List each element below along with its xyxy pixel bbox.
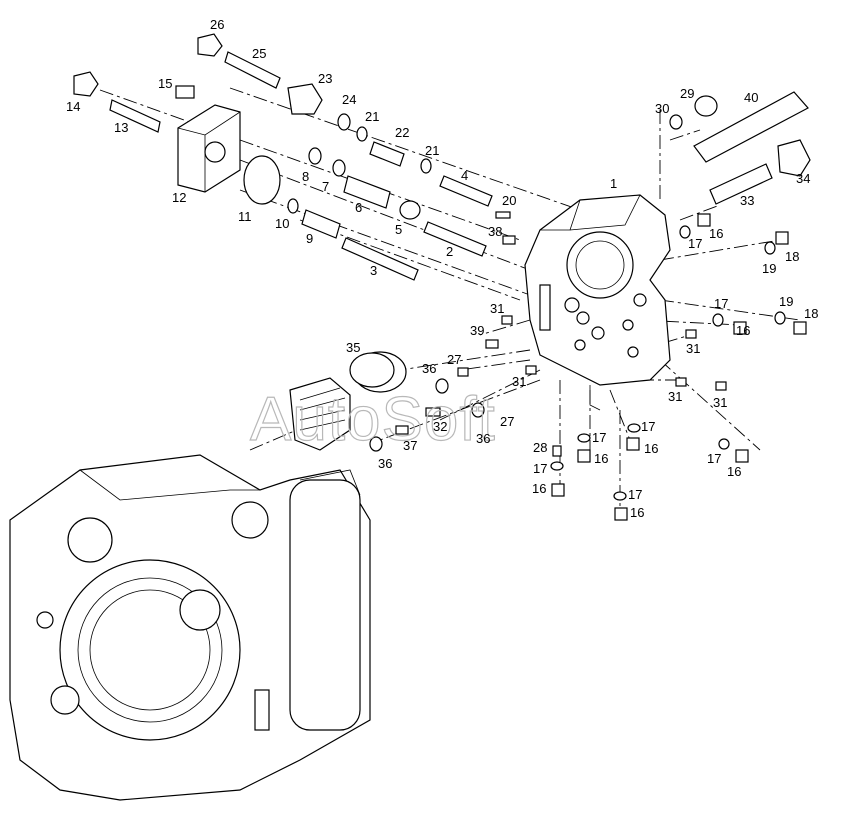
plugs-and-screws (395, 211, 807, 521)
callout-31b: 31 (512, 374, 526, 389)
callout-17a: 17 (688, 236, 702, 251)
callout-36a: 36 (422, 361, 436, 376)
callout-16f: 16 (532, 481, 546, 496)
callout-26: 26 (210, 17, 224, 32)
callout-27a: 27 (447, 352, 461, 367)
callout-1: 1 (610, 176, 617, 191)
callout-34: 34 (796, 171, 810, 186)
callout-18b: 18 (804, 306, 818, 321)
callout-20: 20 (502, 193, 516, 208)
callout-31d: 31 (668, 389, 682, 404)
callout-40: 40 (744, 90, 758, 105)
callout-21a: 21 (365, 109, 379, 124)
callout-37: 37 (403, 438, 417, 453)
callout-16g: 16 (630, 505, 644, 520)
callout-30: 30 (655, 101, 669, 116)
callout-9: 9 (306, 231, 313, 246)
callout-17e: 17 (592, 430, 606, 445)
callout-23: 23 (318, 71, 332, 86)
callout-33: 33 (740, 193, 754, 208)
callout-16d: 16 (644, 441, 658, 456)
callout-27b: 27 (500, 414, 514, 429)
callout-38: 38 (488, 224, 502, 239)
callout-17c: 17 (707, 451, 721, 466)
callout-35: 35 (346, 340, 360, 355)
callout-4: 4 (461, 168, 468, 183)
callout-8: 8 (302, 169, 309, 184)
callout-19b: 19 (779, 294, 793, 309)
callout-18a: 18 (785, 249, 799, 264)
callout-36b: 36 (476, 431, 490, 446)
callout-labels: 1 2 3 4 5 6 7 8 9 10 11 12 13 14 15 16 1… (66, 17, 818, 520)
valve-body (524, 194, 671, 411)
callout-15: 15 (158, 76, 172, 91)
callout-5: 5 (395, 222, 402, 237)
callout-39: 39 (470, 323, 484, 338)
callout-36c: 36 (378, 456, 392, 471)
callout-16a: 16 (709, 226, 723, 241)
springs-and-spools (73, 33, 811, 281)
callout-21b: 21 (425, 143, 439, 158)
o-rings (287, 113, 786, 501)
callout-7: 7 (322, 179, 329, 194)
callout-31e: 31 (713, 395, 727, 410)
callout-16c: 16 (727, 464, 741, 479)
callout-11: 11 (238, 209, 252, 224)
callout-31c: 31 (686, 341, 700, 356)
cover-plate (177, 104, 281, 205)
callout-24: 24 (342, 92, 356, 107)
callout-12: 12 (172, 190, 186, 205)
callout-32: 32 (433, 419, 447, 434)
callout-25: 25 (252, 46, 266, 61)
callout-29: 29 (680, 86, 694, 101)
callout-31a: 31 (490, 301, 504, 316)
watermark: AutoSoft (250, 385, 496, 454)
callout-22: 22 (395, 125, 409, 140)
callout-17f: 17 (533, 461, 547, 476)
callout-17g: 17 (628, 487, 642, 502)
callout-19a: 19 (762, 261, 776, 276)
callout-14: 14 (66, 99, 80, 114)
callout-17d: 17 (641, 419, 655, 434)
callout-2: 2 (446, 244, 453, 259)
callout-16e: 16 (594, 451, 608, 466)
callout-13: 13 (114, 120, 128, 135)
callout-28: 28 (533, 440, 547, 455)
callout-6: 6 (355, 200, 362, 215)
callout-17b: 17 (714, 296, 728, 311)
callout-16b: 16 (736, 323, 750, 338)
callout-10: 10 (275, 216, 289, 231)
transmission-housing (9, 454, 371, 801)
callout-3: 3 (370, 263, 377, 278)
